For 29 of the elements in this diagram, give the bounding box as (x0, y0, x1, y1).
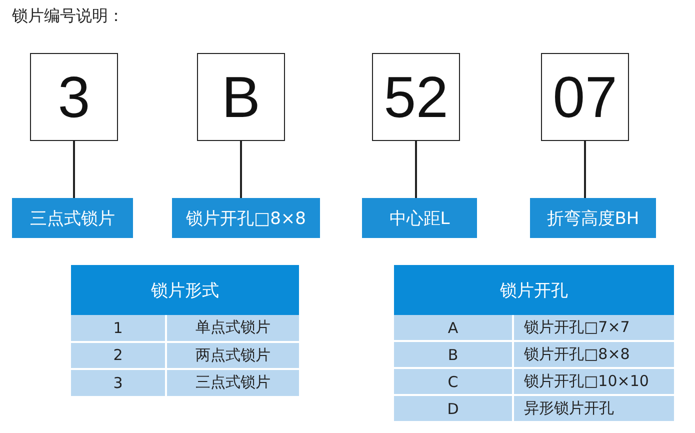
table-cell: 三点式锁片 (167, 370, 299, 398)
table-cell: 锁片开孔□7×7 (514, 315, 674, 342)
table-cell: D (394, 396, 514, 423)
table-header: 锁片形式 (71, 265, 299, 315)
code-box: B (197, 53, 285, 141)
label-box: 三点式锁片 (12, 198, 133, 238)
heading: 锁片编号说明： (12, 6, 124, 27)
label-box: 中心距L (362, 198, 477, 238)
table-cell: C (394, 369, 514, 396)
table-cell: 单点式锁片 (167, 315, 299, 342)
label-box: 折弯高度BH (530, 198, 656, 238)
code-box: 3 (30, 53, 118, 141)
label-box: 锁片开孔□8×8 (172, 198, 320, 238)
connector-line (240, 141, 242, 198)
code-box: 07 (541, 53, 629, 141)
table-cell: 2 (71, 342, 167, 370)
table-cell: 锁片开孔□8×8 (514, 342, 674, 369)
connector-line (584, 141, 586, 198)
table-cell: 锁片开孔□10×10 (514, 369, 674, 396)
connector-line (73, 141, 75, 198)
table-cell: 异形锁片开孔 (514, 396, 674, 423)
connector-line (415, 141, 417, 198)
table-cell: 两点式锁片 (167, 342, 299, 370)
table-cell: B (394, 342, 514, 369)
table-header: 锁片开孔 (394, 265, 674, 315)
table-cell: 3 (71, 370, 167, 398)
code-box: 52 (372, 53, 460, 141)
table-cell: 1 (71, 315, 167, 342)
table-cell: A (394, 315, 514, 342)
